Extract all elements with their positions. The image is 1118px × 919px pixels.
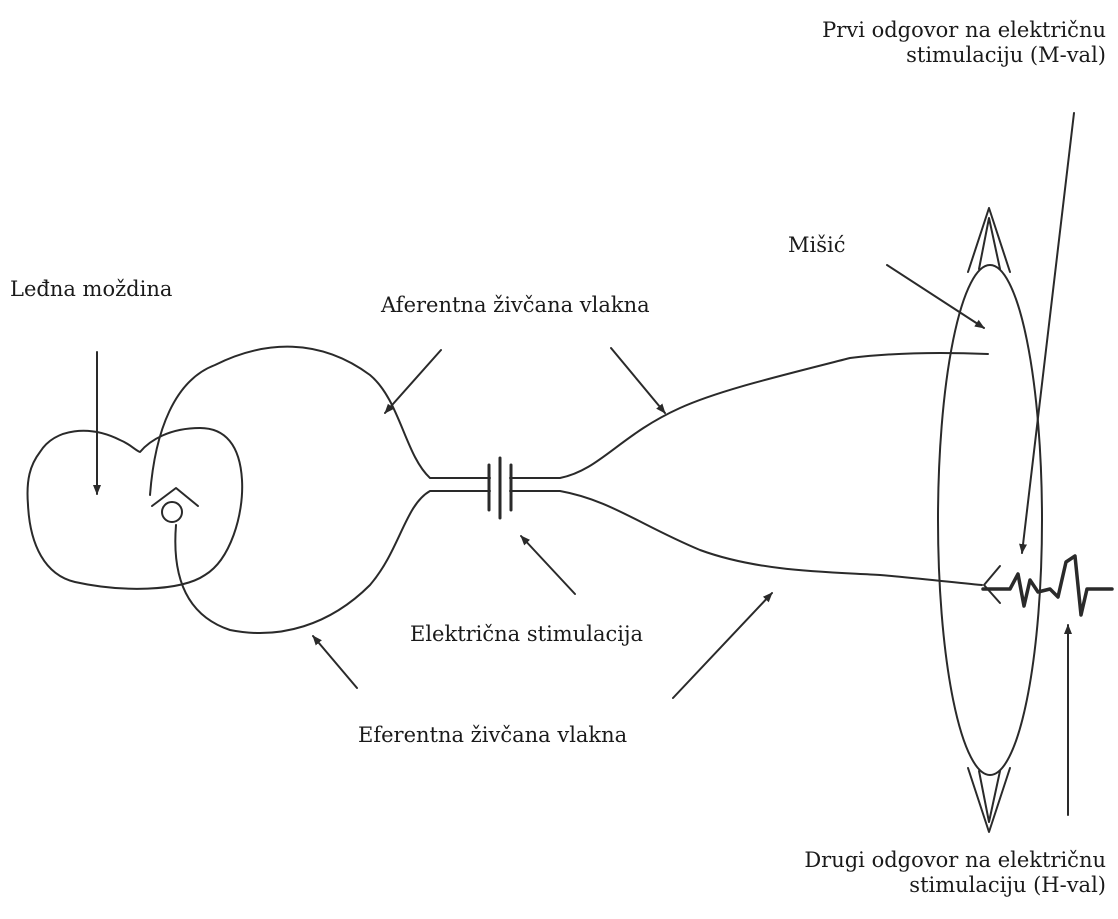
afferent-loop bbox=[149, 345, 491, 496]
arrow-afferent-left bbox=[384, 349, 442, 414]
label-muscle: Mišić bbox=[788, 233, 846, 257]
label-m-wave-line2: stimulaciju (M-val) bbox=[906, 43, 1106, 68]
label-h-wave-line1: Drugi odgovor na električnu bbox=[804, 848, 1106, 872]
motor-endplate bbox=[983, 565, 1001, 604]
tendon-top bbox=[967, 207, 1011, 273]
efferent-loop bbox=[174, 490, 491, 634]
label-efferent-fibres: Eferentna živčana vlakna bbox=[358, 723, 628, 747]
afferent-fibre bbox=[509, 352, 989, 479]
label-h-wave: Drugi odgovor na električnu stimulaciju … bbox=[804, 848, 1106, 898]
interneuron-synapse bbox=[151, 487, 199, 507]
efferent-fibre bbox=[509, 490, 983, 586]
muscle-body bbox=[937, 264, 1043, 776]
arrow-efferent-right bbox=[672, 592, 773, 699]
arrow-stimulation bbox=[520, 535, 576, 595]
emg-trace bbox=[981, 554, 1114, 617]
spinal-cord-outline bbox=[26, 427, 244, 590]
arrow-muscle bbox=[886, 264, 985, 329]
label-spinal-cord: Leđna moždina bbox=[10, 277, 173, 301]
label-afferent-fibres: Aferentna živčana vlakna bbox=[381, 293, 650, 317]
tendon-bottom bbox=[967, 767, 1011, 833]
arrow-afferent-right bbox=[610, 347, 666, 414]
label-m-wave: Prvi odgovor na električnu stimulaciju (… bbox=[822, 18, 1106, 68]
arrow-m-wave bbox=[1019, 112, 1075, 554]
label-electrical-stimulation: Električna stimulacija bbox=[410, 622, 643, 646]
label-h-wave-line2: stimulaciju (H-val) bbox=[909, 873, 1106, 898]
label-m-wave-line1: Prvi odgovor na električnu bbox=[822, 18, 1106, 42]
motor-neuron-soma bbox=[161, 501, 183, 523]
arrow-efferent-left bbox=[312, 635, 358, 689]
